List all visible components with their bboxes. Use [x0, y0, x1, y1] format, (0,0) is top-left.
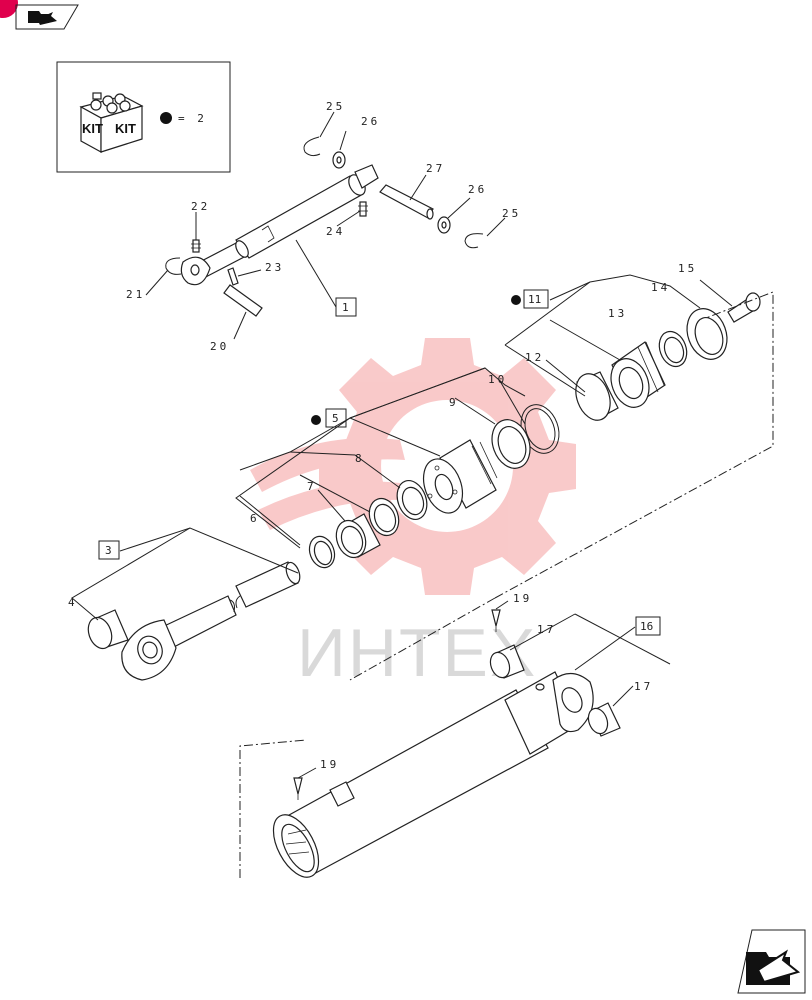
ring-9 [491, 419, 531, 469]
bushing-17-top [489, 644, 525, 679]
callout-19-top: 19 [513, 592, 532, 605]
callout-box-16: 16 [635, 616, 661, 636]
bushing-17-right [587, 702, 621, 737]
small-cylinder-assembly [165, 136, 484, 317]
seal-kit-parts [308, 292, 761, 569]
callout-25-right: 25 [502, 207, 521, 220]
washer-26-right [437, 216, 451, 234]
watermark-gear [250, 338, 576, 595]
callout-27: 27 [426, 162, 445, 175]
nav-badge [0, 0, 18, 18]
callout-6: 6 [250, 512, 260, 525]
kit-equation: = 2 [178, 112, 207, 125]
back-arrow-icon [28, 11, 57, 25]
callout-13: 13 [608, 307, 627, 320]
callout-15: 15 [678, 262, 697, 275]
assembly-dashed-line-bottom [239, 739, 307, 878]
bushing-7 [335, 513, 381, 559]
cylinder-barrel-16 [272, 671, 594, 878]
callout-17-top: 17 [537, 623, 556, 636]
nav-next-frame [737, 929, 806, 994]
callout-8: 8 [355, 452, 365, 465]
callout-21: 21 [126, 288, 145, 301]
ring-8 [396, 480, 428, 520]
kit-dot-icon [160, 112, 172, 124]
callout-9: 9 [449, 396, 459, 409]
callout-22: 22 [191, 200, 210, 213]
callout-19-bottom: 19 [320, 758, 339, 771]
ring-7 [368, 497, 400, 537]
bushing-12 [575, 371, 619, 421]
callout-box-11-text: 11 [528, 293, 541, 306]
back-nav-button[interactable] [0, 0, 79, 30]
callout-14: 14 [651, 281, 670, 294]
callout-17-right: 17 [634, 680, 653, 693]
kit-label-left: KIT [82, 121, 103, 136]
kit-legend: KIT KIT = 2 [56, 61, 231, 173]
pin-27 [379, 184, 434, 220]
screw-19-top [491, 609, 501, 632]
snap-ring-25-top [303, 136, 321, 157]
ring-6 [308, 535, 336, 569]
callout-box-1-text: 1 [342, 301, 349, 314]
callout-box-16-text: 16 [640, 620, 653, 633]
nav-tab-frame [15, 4, 79, 30]
callout-box-5-text: 5 [332, 412, 339, 425]
leader-lines [71, 111, 733, 779]
roll-pin-23 [227, 267, 239, 286]
callout-box-5: 5 [311, 408, 347, 428]
kit-dot-icon [511, 295, 521, 305]
callout-box-1: 1 [335, 297, 357, 317]
kit-dot-icon [311, 415, 321, 425]
snap-ring-21 [165, 257, 182, 275]
assembly-dashed-line-diag [349, 597, 496, 681]
callout-box-11: 11 [511, 289, 549, 309]
callout-4: 4 [68, 596, 78, 609]
callout-25-top: 25 [326, 100, 345, 113]
callout-box-3-text: 3 [105, 544, 112, 557]
pin-20 [223, 284, 263, 317]
screw-19-bottom [293, 777, 303, 800]
callout-24: 24 [326, 225, 345, 238]
snap-ring-25-right [464, 233, 484, 249]
callout-7: 7 [307, 480, 317, 493]
callout-23: 23 [265, 261, 284, 274]
kit-legend-frame [56, 61, 231, 173]
ring-13 [658, 330, 688, 368]
next-arrow-icon [746, 949, 801, 985]
callout-box-3: 3 [98, 540, 120, 560]
bushing-4 [87, 609, 129, 650]
callout-12: 12 [525, 351, 544, 364]
kit-box-icon: KIT KIT [79, 92, 144, 154]
callout-10: 10 [488, 373, 507, 386]
kit-label-right: KIT [115, 121, 136, 136]
callout-26-top: 26 [361, 115, 380, 128]
piston-rod-3 [121, 561, 301, 681]
callout-numbers: 4 6 7 8 9 10 12 13 14 15 17 17 19 19 20 … [68, 100, 697, 771]
grease-fitting-24 [358, 201, 368, 217]
bolt-15 [727, 292, 761, 323]
gland-5 [422, 439, 498, 514]
ring-14 [686, 308, 728, 360]
assembly-dashed-line-top [494, 291, 774, 599]
washer-26-top [332, 151, 346, 169]
clevis-end [354, 164, 379, 189]
next-nav-button[interactable] [737, 929, 806, 994]
callout-26-right: 26 [468, 183, 487, 196]
piston-11 [610, 341, 666, 408]
callout-20: 20 [210, 340, 229, 353]
grease-fitting-22 [191, 239, 201, 253]
